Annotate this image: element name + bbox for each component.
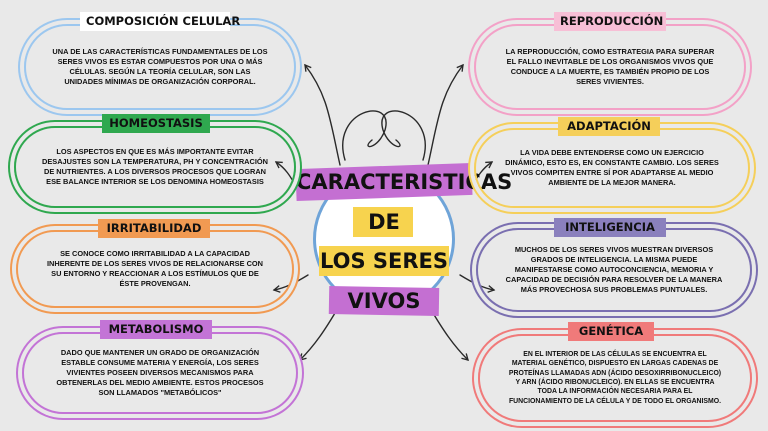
center-title-line3: LOS SERES — [319, 249, 449, 273]
arrow-composicion — [304, 63, 341, 166]
card-adaptacion: LA VIDA DEBE ENTENDERSE COMO UN EJERCICI… — [474, 128, 750, 208]
center-highlight-line3 — [319, 246, 449, 276]
card-homeostasis: LOS ASPECTOS EN QUE ES MÁS IMPORTANTE EV… — [14, 126, 296, 208]
center-highlight-line2 — [353, 207, 413, 237]
tag-irritabilidad: IRRITABILIDAD — [98, 219, 210, 238]
arrow-reproduccion — [427, 63, 464, 166]
tag-metabolismo: METABOLISMO — [100, 320, 212, 339]
tag-adaptacion: ADAPTACIÓN — [558, 117, 660, 136]
center-title-line2: DE — [368, 210, 400, 234]
tag-composicion-celular: COMPOSICIÓN CELULAR — [80, 12, 240, 31]
card-text: EN EL INTERIOR DE LAS CÉLULAS SE ENCUENT… — [508, 351, 722, 405]
card-text: MUCHOS DE LOS SERES VIVOS MUESTRAN DIVER… — [505, 245, 723, 294]
tag-reproduccion: REPRODUCCIÓN — [554, 12, 666, 31]
card-composicion-celular: UNA DE LAS CARACTERÍSTICAS FUNDAMENTALES… — [24, 24, 296, 110]
arrow-loop-right — [381, 110, 426, 161]
card-text: LA REPRODUCCIÓN, COMO ESTRATEGIA PARA SU… — [505, 47, 715, 86]
card-text: UNA DE LAS CARACTERÍSTICAS FUNDAMENTALES… — [52, 47, 268, 86]
tag-genetica: GENÉTICA — [568, 322, 654, 341]
tag-homeostasis: HOMEOSTASIS — [102, 114, 210, 133]
arrow-loop-left — [342, 110, 387, 161]
card-text: SE CONOCE COMO IRRITABILIDAD A LA CAPACI… — [46, 249, 263, 288]
center-title-line4: VIVOS — [347, 289, 421, 313]
tag-inteligencia: INTELIGENCIA — [554, 218, 666, 237]
center-title-line1: CARACTERISTICAS — [296, 170, 513, 194]
card-text: LA VIDA DEBE ENTENDERSE COMO UN EJERCICI… — [505, 148, 719, 187]
card-metabolismo: DADO QUE MANTENER UN GRADO DE ORGANIZACI… — [22, 332, 298, 414]
card-inteligencia: MUCHOS DE LOS SERES VIVOS MUESTRAN DIVER… — [476, 228, 752, 312]
card-genetica: EN EL INTERIOR DE LAS CÉLULAS SE ENCUENT… — [478, 334, 752, 422]
card-text: LOS ASPECTOS EN QUE ES MÁS IMPORTANTE EV… — [42, 147, 268, 186]
card-text: DADO QUE MANTENER UN GRADO DE ORGANIZACI… — [56, 348, 264, 397]
card-reproduccion: LA REPRODUCCIÓN, COMO ESTRATEGIA PARA SU… — [474, 24, 746, 110]
card-irritabilidad: SE CONOCE COMO IRRITABILIDAD A LA CAPACI… — [16, 230, 294, 308]
